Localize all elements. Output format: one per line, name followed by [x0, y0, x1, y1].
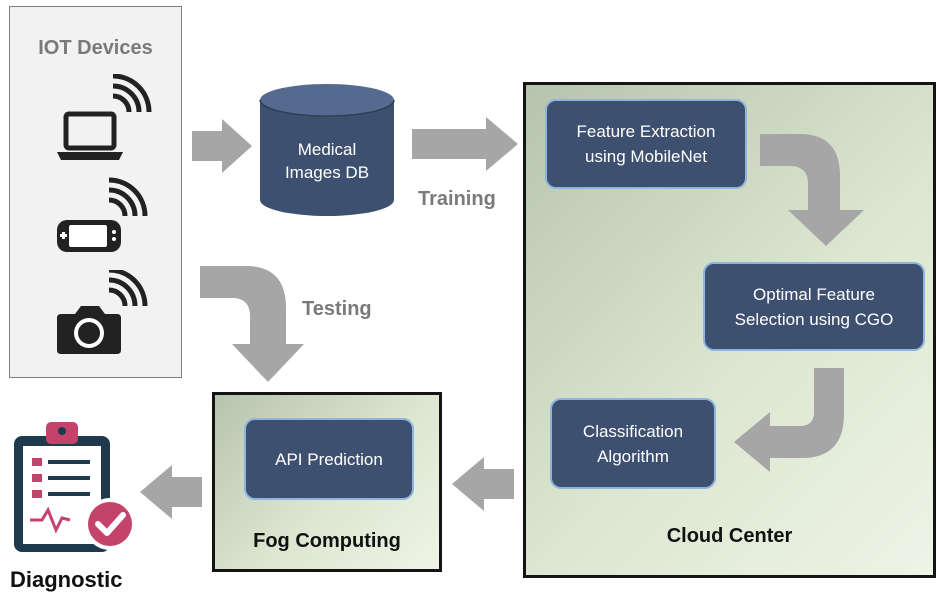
game-console-wifi-icon [57, 177, 148, 252]
api-prediction-node: API Prediction [244, 418, 414, 500]
iot-devices-title: IOT Devices [38, 37, 153, 59]
classification-algorithm-node: Classification Algorithm [550, 398, 716, 489]
testing-label: Testing [302, 298, 372, 320]
optimal-feature-selection-node: Optimal Feature Selection using CGO [703, 262, 925, 351]
arrow-training [412, 117, 518, 171]
database-label-line1: Medical [297, 140, 357, 159]
arrow-feature-to-optimal [760, 134, 864, 246]
clipboard-check-icon [14, 422, 136, 552]
database-label: Medical Images DB [258, 138, 396, 184]
feature-extraction-line2: using MobileNet [585, 147, 707, 166]
diagnostic-label: Diagnostic [10, 567, 123, 592]
training-label: Training [418, 188, 496, 210]
camera-wifi-icon [57, 270, 148, 354]
medical-images-db [259, 84, 395, 216]
arrow-fog-to-diagnostic [140, 465, 202, 519]
classification-line2: Algorithm [597, 446, 669, 466]
arrow-testing [200, 266, 304, 382]
classification-line1: Classification [582, 421, 684, 441]
database-label-line2: Images DB [284, 163, 370, 182]
laptop-wifi-icon [57, 74, 152, 160]
fog-computing-label: Fog Computing [253, 530, 401, 552]
optimal-selection-line2: Selection using CGO [734, 309, 894, 329]
optimal-selection-line1: Optimal Feature [753, 284, 875, 304]
arrow-cloud-to-fog [452, 457, 514, 511]
arrow-to-database [192, 119, 252, 173]
feature-extraction-node: Feature Extraction using MobileNet [545, 99, 747, 189]
feature-extraction-line1: Feature Extraction [576, 122, 716, 141]
arrow-optimal-to-classification [734, 368, 844, 472]
cloud-center-label: Cloud Center [666, 525, 793, 547]
